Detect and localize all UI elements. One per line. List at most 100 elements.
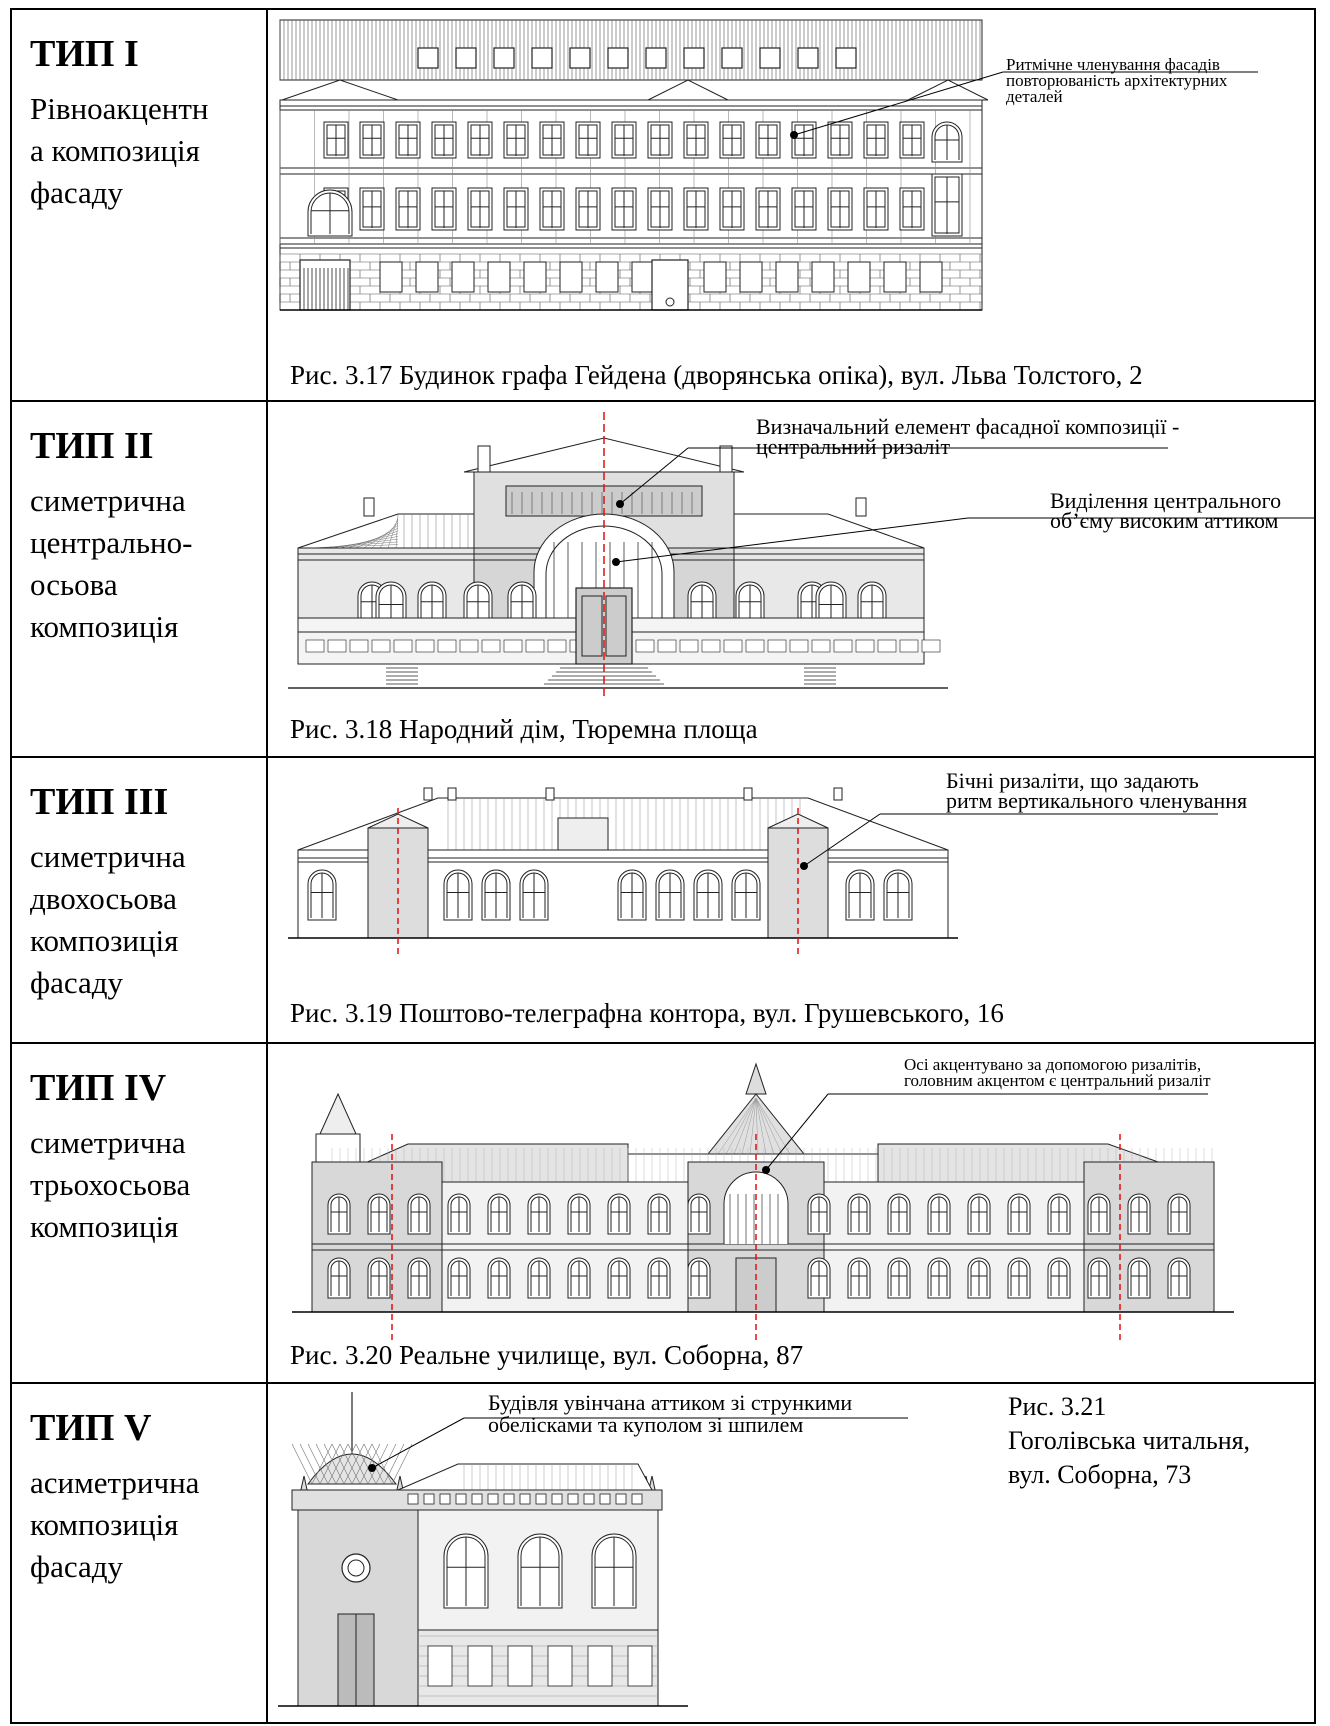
window — [739, 261, 763, 293]
window — [931, 173, 963, 237]
window — [967, 1193, 991, 1235]
dormer-window — [721, 47, 743, 69]
window — [407, 1193, 431, 1235]
dormer-window — [683, 47, 705, 69]
window — [415, 261, 439, 293]
window — [1127, 1193, 1151, 1235]
window — [567, 1193, 591, 1235]
window — [647, 1257, 671, 1299]
window — [883, 261, 907, 293]
window — [791, 121, 817, 159]
window — [417, 581, 447, 627]
window — [927, 1257, 951, 1299]
leader-line — [765, 1093, 829, 1171]
entrance-door — [651, 259, 689, 311]
annotation-line-1: Визначальний елемент фасадної композиції… — [756, 414, 1180, 439]
leader-dot — [612, 558, 620, 566]
window — [719, 187, 745, 231]
chimney — [363, 497, 375, 517]
window — [507, 581, 537, 627]
dormer-window — [417, 47, 439, 69]
type-title: ТИП IV — [30, 1067, 167, 1109]
window — [755, 187, 781, 231]
annotation-line-2: ритм вертикального членування — [946, 788, 1248, 813]
window — [607, 1257, 631, 1299]
figure-caption: Рис. 3.19 Поштово-телеграфна контора, ву… — [290, 998, 1004, 1028]
window — [595, 261, 619, 293]
chimney — [545, 787, 555, 801]
window — [431, 187, 457, 231]
type-title: ТИП III — [30, 781, 169, 823]
leader-dot — [616, 500, 624, 508]
chimney — [855, 497, 867, 517]
window — [463, 581, 493, 627]
window — [395, 121, 421, 159]
window — [1007, 1193, 1031, 1235]
window — [775, 261, 799, 293]
side-roof — [733, 513, 925, 549]
type-cell: ТИП IV симетрична трьохосьова композиція — [12, 1044, 268, 1382]
figure-cell: Ритмічне членування фасадів повторюваніс… — [268, 10, 1314, 400]
dormer-window — [645, 47, 667, 69]
spire — [745, 1062, 767, 1095]
window — [931, 121, 963, 163]
chimney — [719, 445, 733, 473]
window — [407, 1257, 431, 1299]
dormer-window — [797, 47, 819, 69]
window — [631, 261, 655, 293]
facade-drawing-gogol-reading-room — [278, 1392, 908, 1707]
leader-line — [371, 1417, 465, 1469]
window — [611, 121, 637, 159]
dormer-window — [493, 47, 515, 69]
window — [927, 1193, 951, 1235]
window — [899, 187, 925, 231]
dormer-window — [569, 47, 591, 69]
window — [687, 1257, 711, 1299]
window — [327, 1193, 351, 1235]
window — [1087, 1257, 1111, 1299]
window — [307, 189, 353, 237]
window — [611, 187, 637, 231]
roof — [397, 1463, 653, 1491]
leader-line — [615, 517, 969, 563]
annotation-line-1: Будівля увінчана аттиком зі стрункими — [488, 1390, 853, 1415]
annotation-line-3: деталей — [1006, 87, 1063, 106]
window — [683, 121, 709, 159]
facade-drawing-real-school — [292, 1062, 1234, 1344]
dome — [307, 1453, 397, 1485]
window — [845, 869, 875, 921]
window — [899, 121, 925, 159]
annotation-line-2: повторюваність архітектурних — [1006, 71, 1228, 90]
window — [847, 1257, 871, 1299]
window — [527, 1257, 551, 1299]
window — [847, 261, 871, 293]
chimney — [423, 787, 433, 801]
window — [379, 261, 403, 293]
window — [447, 1193, 471, 1235]
leader-line — [803, 813, 881, 867]
door-ornament — [665, 297, 675, 307]
annotation-line-2: обелісками та куполом зі шпилем — [488, 1412, 804, 1437]
window — [731, 869, 761, 921]
dormer-window — [455, 47, 477, 69]
figure-caption: Рис. 3.20 Реальне училище, вул. Соборна,… — [290, 1340, 804, 1370]
type-row-3: ТИП III симетрична двохосьова композиція… — [12, 758, 1314, 1044]
window — [857, 581, 887, 627]
leader-dot — [790, 131, 798, 139]
roof — [279, 19, 983, 81]
type-title: ТИП I — [30, 33, 139, 75]
figure-cell: Визначальний елемент фасадної композиції… — [268, 402, 1314, 756]
dormer-window — [835, 47, 857, 69]
main-door — [575, 587, 633, 665]
window — [559, 261, 583, 293]
window — [655, 869, 685, 921]
window — [883, 869, 913, 921]
type-description: симетрична центрально- осьова композиція — [30, 483, 193, 644]
type-description: асиметрична композиція фасаду — [30, 1465, 200, 1584]
leader-line — [793, 71, 1004, 136]
window — [617, 869, 647, 921]
window — [359, 121, 385, 159]
figure-cell: Осі акцентувано за допомогою ризалітів, … — [268, 1044, 1314, 1382]
window — [1087, 1193, 1111, 1235]
window — [647, 187, 673, 231]
